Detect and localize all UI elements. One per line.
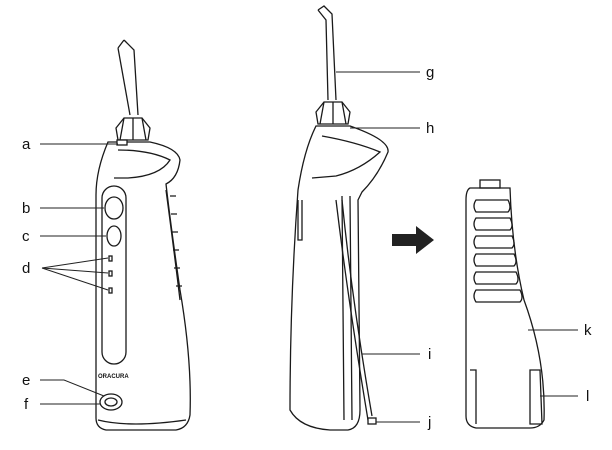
reservoir-body <box>465 187 545 429</box>
device-front-view: ORACURA <box>95 39 191 431</box>
label-a: a <box>22 136 31 153</box>
led-2 <box>108 270 113 277</box>
water-tube <box>335 199 375 425</box>
label-b: b <box>22 200 30 217</box>
water-reservoir <box>465 179 545 429</box>
reservoir-ribs <box>473 199 523 303</box>
label-k: k <box>584 322 592 339</box>
label-c: c <box>22 228 30 245</box>
reservoir-cap <box>479 179 501 189</box>
label-h: h <box>426 120 434 137</box>
label-l: l <box>586 388 589 405</box>
label-f: f <box>24 396 29 413</box>
charging-port <box>99 393 123 411</box>
label-i: i <box>428 346 431 363</box>
led-3 <box>108 287 113 294</box>
arrow-right-icon <box>392 226 434 254</box>
device-side-view <box>289 5 389 431</box>
led-1 <box>108 255 113 262</box>
side-body <box>289 125 389 431</box>
power-button <box>104 196 124 220</box>
nozzle-side <box>317 5 337 101</box>
leader-lines <box>40 71 578 423</box>
device-body <box>95 141 191 431</box>
nozzle-tip <box>117 39 139 116</box>
label-d: d <box>22 260 30 277</box>
mode-button <box>106 225 122 247</box>
tube-filter <box>367 417 377 425</box>
control-panel <box>101 185 127 365</box>
indicator-light <box>116 139 128 146</box>
label-e: e <box>22 372 30 389</box>
label-g: g <box>426 64 434 81</box>
label-j: j <box>427 414 431 431</box>
brand-logo: ORACURA <box>98 374 129 380</box>
reservoir-door <box>529 369 543 425</box>
